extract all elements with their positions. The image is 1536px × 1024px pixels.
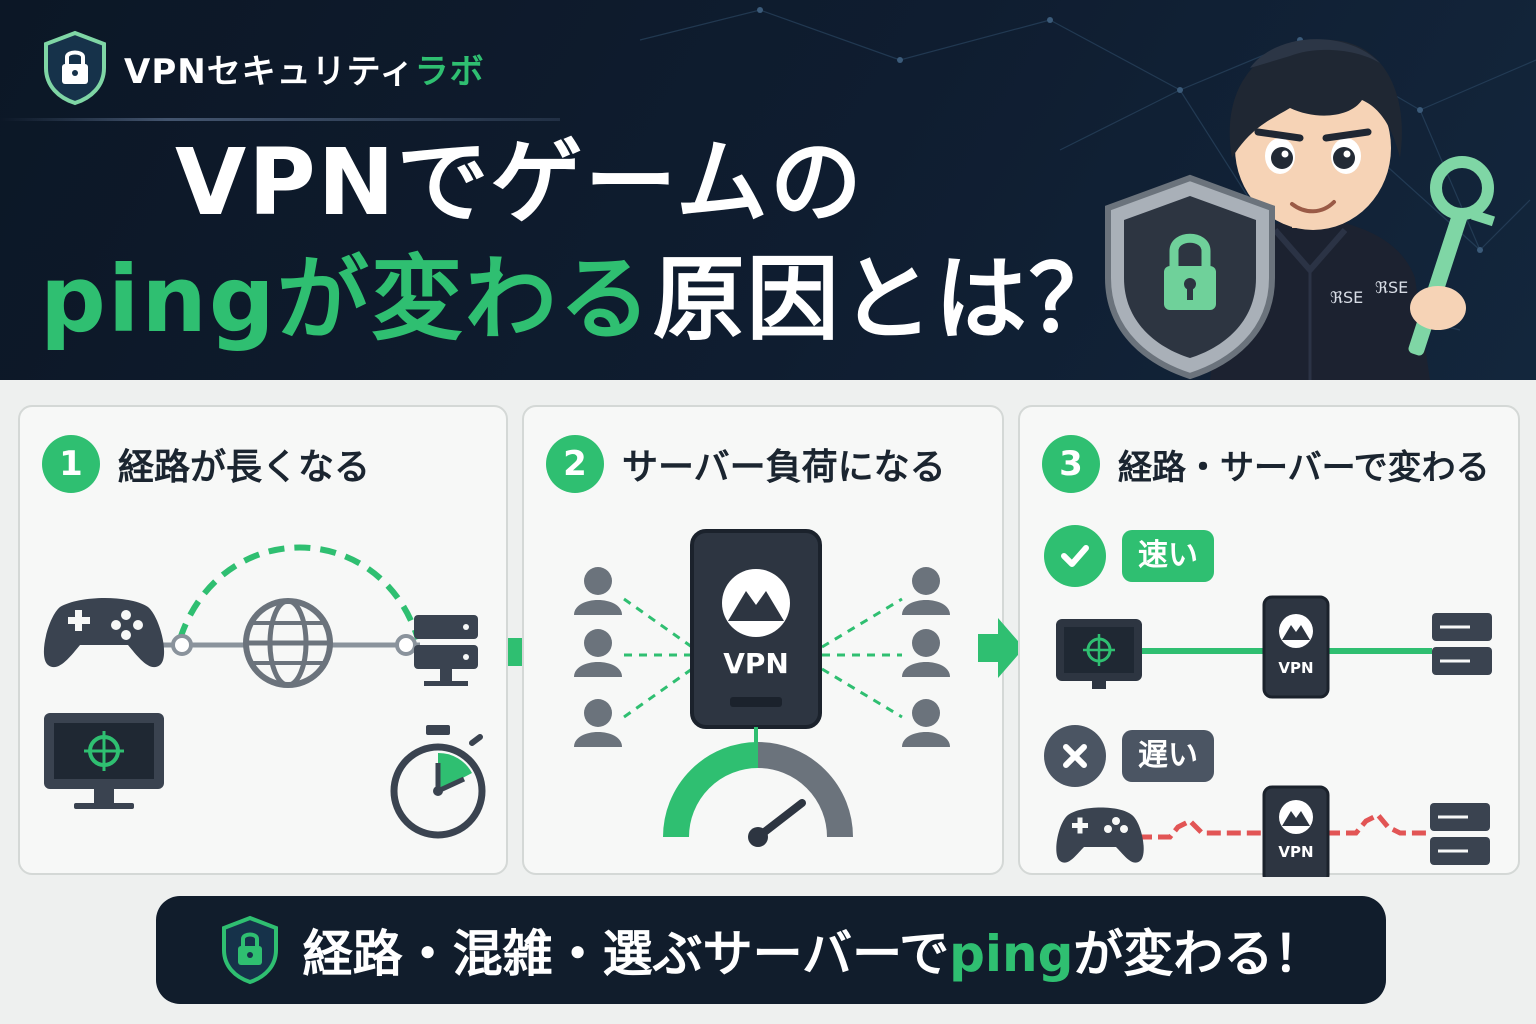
headline-line2: pingが変わる原因とは？ [40,245,1123,355]
speedometer-icon [663,742,853,847]
panel-3-illustration: VPN VPN [1056,595,1492,877]
user-icon [574,567,622,615]
vpn-server-label: VPN [723,647,789,680]
shield-lock-icon [44,30,106,106]
stopwatch-icon [390,725,486,839]
headline-line1: VPNでゲームの [175,129,864,236]
vpn-server-icon: VPN [1262,595,1330,699]
brand-logo[interactable]: VPNセキュリティラボ [40,30,485,106]
mascot-shield [1105,174,1275,380]
fast-status: 速い [1044,525,1214,587]
cross-icon [1044,725,1106,787]
user-icon [574,629,622,677]
brand-name-main: VPNセキュリティ [124,51,415,92]
vpn-server-icon: VPN [690,529,822,745]
arrow-right-icon [978,618,1024,678]
panel-2-illustration: VPN [574,529,950,847]
vpn-server-label: VPN [1278,659,1313,677]
user-icon [902,699,950,747]
panel-2-title: サーバー負荷になる [622,447,946,488]
check-icon [1044,525,1106,587]
headline-rest: 原因とは？ [652,246,1123,353]
step-number-1: 1 [42,435,100,493]
panel-1-illustration [43,544,486,839]
brand-name: VPNセキュリティラボ [124,44,485,93]
summary-text-before: 経路・混雑・選ぶサーバーで [302,925,950,983]
gamepad-icon [43,598,165,668]
panel-route-longer: 1 経路が長くなる [18,405,508,875]
fast-label: 速い [1122,530,1214,582]
shield-lock-icon [221,915,278,985]
vpn-server-label: VPN [1278,843,1313,861]
monitor-crosshair-icon [1056,619,1142,689]
panel-1-header: 1 経路が長くなる [42,435,370,493]
panel-2-header: 2 サーバー負荷になる [546,435,946,493]
mascot-character: ℜSE ℜSE [1105,39,1496,380]
slow-label: 遅い [1122,730,1214,782]
server-icon [1430,803,1490,865]
step-number-2: 2 [546,435,604,493]
globe-icon [243,598,333,688]
panel-route-server: 3 経路・サーバーで変わる 速い 遅い VPN [1018,405,1520,877]
step-number-3: 3 [1042,435,1100,493]
brand-divider [0,118,560,121]
shirt-text-left: ℜSE [1330,288,1363,307]
monitor-crosshair-icon [44,713,164,809]
slow-status: 遅い [1044,725,1214,787]
shirt-text-right: ℜSE [1375,278,1408,297]
server-icon [414,615,478,686]
panel-3-header: 3 経路・サーバーで変わる [1042,435,1490,493]
user-icon [902,567,950,615]
vpn-server-icon: VPN [1262,785,1330,877]
panel-server-load: 2 サーバー負荷になる VPN [522,405,1004,875]
panel-3-title: 経路・サーバーで変わる [1118,447,1490,488]
brand-name-accent: ラボ [414,51,485,92]
key-icon [1408,156,1496,356]
panel-1-title: 経路が長くなる [118,447,371,488]
gamepad-icon [1056,807,1144,863]
summary-text: 経路・混雑・選ぶサーバーでpingが変わる！ [303,914,1324,986]
hero-banner: VPNセキュリティラボ VPNでゲームの pingが変わる原因とは？ ℜSE ℜ… [0,0,1536,380]
headline-accent: pingが変わる [40,246,653,353]
summary-text-after: が変わる！ [1073,925,1324,983]
summary-text-accent: ping [949,925,1074,983]
summary-banner: 経路・混雑・選ぶサーバーでpingが変わる！ [156,896,1386,1004]
user-icon [574,699,622,747]
server-icon [1432,613,1492,675]
user-icon [902,629,950,677]
